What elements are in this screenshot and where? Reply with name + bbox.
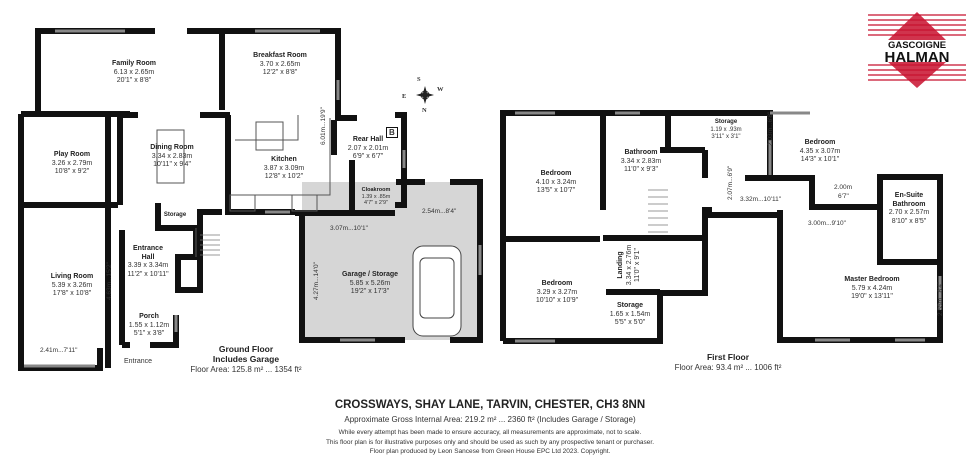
disclaimer-line-2: This floor plan is for illustrative purp… [325,438,655,446]
stairs-ground [195,228,220,257]
dimension-garage-rear: 2.54m...8'4" [422,208,457,215]
dimension-kitchen-length: 6.01m...19'9" [320,107,327,145]
first-floor-windows [515,111,942,343]
dimension-living-room-bay: 2.41m...7'11" [40,347,78,354]
boiler-marker: B [386,127,398,138]
compass-west: W [437,86,444,93]
dimension-master-width: 3.00m...9'10" [808,220,846,227]
dimension-garage-width: 3.07m...10'1" [330,225,368,232]
dimension-corridor-length: 3.32m...10'11" [740,196,782,203]
logo-line1: GASCOIGNE [888,40,946,51]
car-icon [412,245,462,337]
dimension-bedroom-2-width: 2.00m [834,184,853,191]
logo-line2: HALMAN [885,49,950,66]
room-storage: Storage [163,212,187,218]
first-floor-walls [500,110,943,344]
ground-floor-walls [18,28,483,371]
stairs-first [648,189,668,233]
credit-line: Floor plan produced by Leon Sancese from… [369,448,611,455]
ground-floor-windows [24,29,482,368]
dimension-bedroom-2-width-imperial: 6'7" [838,193,849,200]
kitchen-counters [156,115,331,212]
dimension-master-depth: 2.55m...8'4" [937,281,944,316]
dimension-living-room-length: 4.63m...15'2" [106,262,113,300]
compass-icon [416,86,434,104]
dimension-corridor-depth: 2.07m...6'9" [727,165,734,200]
disclaimer: While every attempt has been made to ens… [0,428,980,457]
compass-east: E [402,93,407,100]
property-address: CROSSWAYS, SHAY LANE, TARVIN, CHESTER, C… [334,399,646,411]
compass-south: S [417,76,421,83]
compass-north: N [422,107,427,114]
gascoigne-halman-logo: GASCOIGNE HALMAN [858,10,976,88]
disclaimer-line-1: While every attempt has been made to ens… [338,429,642,436]
dimension-garage-depth: 4.27m...14'0" [313,262,320,300]
dimension-bedroom-2-depth: 2.03m...6'8" [767,111,774,146]
gross-internal-area: Approximate Gross Internal Area: 219.2 m… [344,415,636,424]
entrance-label: Entrance [123,358,153,365]
